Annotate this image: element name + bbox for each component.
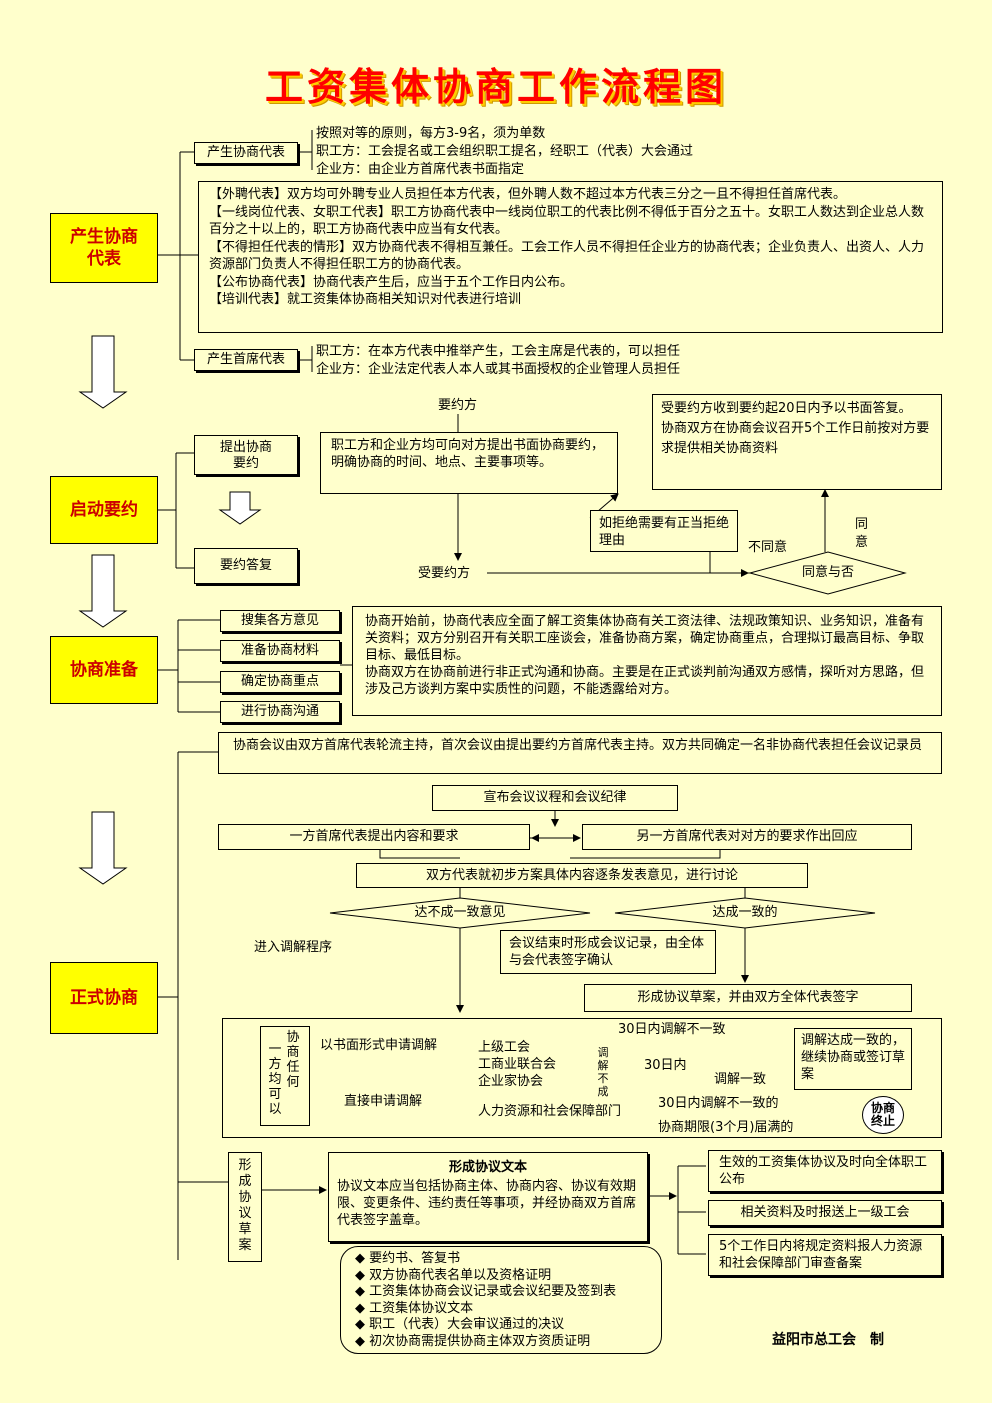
draft-stage-label: 形 成 协 议 草 案	[238, 1158, 252, 1253]
down-arrow-icon	[78, 554, 128, 628]
either-party-text: 一 方 均 可 以	[268, 1042, 282, 1117]
mediation-enter-label: 进入调解程序	[254, 940, 333, 955]
stage-start-offer: 启动要约	[50, 476, 158, 544]
mediation-success-box: 调解达成一致的，继续协商或签订草案	[794, 1028, 912, 1090]
rule-item: 【外聘代表】双方均可外聘专业人员担任本方代表，但外聘人数不超过本方代表三分之一且…	[209, 187, 847, 202]
announce-box: 宣布会议议程和会议纪律	[432, 785, 678, 811]
rule-item: 【不得担任代表的情形】双方协商代表不得相互兼任。工会工作人员不得担任企业方的协商…	[209, 239, 925, 273]
meeting-host-box: 协商会议由双方首席代表轮流主持，首次会议由提出要约方首席代表主持。双方共同确定一…	[218, 732, 942, 774]
propose-offer-box: 提出协商 要约	[194, 435, 298, 475]
prep-item: 进行协商沟通	[220, 701, 340, 723]
direct-apply-label: 直接申请调解	[344, 1094, 423, 1109]
agreement-label: 达成一致的	[712, 905, 778, 920]
prep-item: 准备协商材料	[220, 640, 340, 662]
rep-line: 按照对等的原则，每方3-9名，须为单数	[316, 126, 546, 141]
rep-rules-box: 【外聘代表】双方均可外聘专业人员担任本方代表，但外聘人数不超过本方代表三分之一且…	[198, 181, 943, 333]
refuse-reason-box: 如拒绝需要有正当拒绝理由	[590, 510, 738, 552]
disagree-label: 不同意	[748, 540, 788, 555]
stage-formal: 正式协商	[50, 962, 158, 1034]
page-title: 工资集体协商工作流程图	[264, 64, 727, 109]
offeree-label: 受要约方	[418, 566, 471, 581]
draft-stage-box	[228, 1152, 262, 1262]
chief-line: 企业方：企业法定代表人本人或其书面授权的企业管理人员担任	[316, 362, 681, 377]
output-box: 生效的工资集体协议及时向全体职工公布	[708, 1150, 942, 1192]
down-arrow-icon	[218, 491, 262, 525]
mediation-ok-label: 调解一致	[714, 1072, 767, 1087]
prep-text-box: 协商开始前，协商代表应全面了解工资集体协商有关工资法律、法规政策知识、业务知识，…	[352, 606, 942, 716]
terminate-circle-icon: 协商 终止	[862, 1096, 904, 1134]
agreement-text-body: 协议文本应当包括协商主体、协商内容、协议有效期限、变更条件、违约责任等事项，并经…	[337, 1179, 637, 1228]
rep-line: 职工方：工会提名或工会组织职工提名，经职工（代表）大会通过	[316, 144, 694, 159]
mediation-org: 企业家协会	[478, 1074, 544, 1089]
produce-reps-label: 产生协商代表	[194, 142, 298, 164]
no-agreement-label: 达不成一致意见	[414, 905, 506, 920]
agreement-text-title: 形成协议文本	[448, 1160, 527, 1175]
chief-line: 职工方：在本方代表中推举产生，工会主席是代表的，可以担任	[316, 344, 681, 359]
offer-reply-box: 要约答复	[194, 548, 298, 584]
hr-dept-label: 人力资源和社会保障部门	[478, 1104, 622, 1119]
propose-text-box: 职工方和企业方均可向对方提出书面协商要约，明确协商的时间、地点、主要事项等。	[320, 432, 618, 494]
prep-item: 搜集各方意见	[220, 610, 340, 632]
produce-chief-label: 产生首席代表	[194, 349, 298, 371]
either-party-box	[260, 1026, 310, 1126]
doc-item: ◆ 职工（代表）大会审议通过的决议	[355, 1317, 565, 1332]
written-apply-label: 以书面形式申请调解	[320, 1038, 438, 1053]
agree-or-not-decision: 同意与否	[801, 565, 854, 580]
down-arrow-icon	[78, 811, 128, 885]
output-box: 5个工作日内将规定资料报人力资源和社会保障部门审查备案	[708, 1234, 942, 1276]
stage-prepare: 协商准备	[50, 636, 158, 704]
documents-list: ◆ 要约书、答复书 ◆ 双方协商代表名单以及资格证明 ◆ 工资集体协商会议记录或…	[340, 1246, 662, 1354]
either-party-text: 协 商 任 何	[286, 1030, 300, 1090]
agreement-text-box: 形成协议文本 协议文本应当包括协商主体、协商内容、协议有效期限、变更条件、违约责…	[328, 1152, 648, 1242]
terminate-label: 协商 终止	[870, 1101, 895, 1128]
period-label: 协商期限(3个月)届满的	[658, 1120, 794, 1135]
side-a-box: 一方首席代表提出内容和要求	[218, 824, 530, 850]
maker-credit: 益阳市总工会 制	[772, 1332, 884, 1348]
rule-item: 【公布协商代表】协商代表产生后，应当于五个工作日内公布。	[209, 274, 574, 290]
doc-item: ◆ 初次协商需提供协商主体双方资质证明	[355, 1333, 591, 1349]
offeror-label: 要约方	[438, 398, 478, 413]
discuss-box: 双方代表就初步方案具体内容逐条发表意见，进行讨论	[356, 863, 808, 888]
rule-item: 【一线岗位代表、女职工代表】职工方协商代表中一线岗位职工的代表比例不得低于百分之…	[209, 204, 925, 238]
receive-text-box: 受要约方收到要约起20日内予以书面答复。 协商双方在协商会议召开5个工作日前按对…	[652, 394, 942, 490]
doc-item: ◆ 双方协商代表名单以及资格证明	[355, 1267, 552, 1283]
fail30-label: 30日内调解不一致	[618, 1022, 726, 1037]
prep-item: 确定协商重点	[220, 671, 340, 693]
mediation-failed-label: 调 解 不 成	[597, 1046, 609, 1098]
doc-item: ◆ 工资集体协商会议记录或会议纪要及签到表	[355, 1284, 617, 1299]
down-arrow-icon	[78, 335, 128, 409]
mediation-org: 工商业联合会	[478, 1057, 557, 1072]
record-box: 会议结束时形成会议记录，由全体与会代表签字确认	[500, 930, 716, 974]
side-b-box: 另一方首席代表对对方的要求作出回应	[582, 824, 912, 850]
agree-label: 同 意	[855, 517, 869, 550]
output-box: 相关资料及时报送上一级工会	[708, 1200, 942, 1226]
stage-produce-reps: 产生协商 代表	[50, 213, 158, 283]
draft-box: 形成协议草案，并由双方全体代表签字	[584, 984, 912, 1012]
doc-item: ◆ 要约书、答复书	[355, 1251, 461, 1266]
rep-line: 企业方：由企业方首席代表书面指定	[316, 162, 525, 177]
doc-item: ◆ 工资集体协议文本	[355, 1300, 474, 1316]
mediation-org: 上级工会	[478, 1040, 531, 1055]
within30-label: 30日内	[644, 1058, 687, 1073]
rule-item: 【培训代表】就工资集体协商相关知识对代表进行培训	[209, 292, 522, 307]
fail30b-label: 30日内调解不一致的	[658, 1096, 779, 1111]
